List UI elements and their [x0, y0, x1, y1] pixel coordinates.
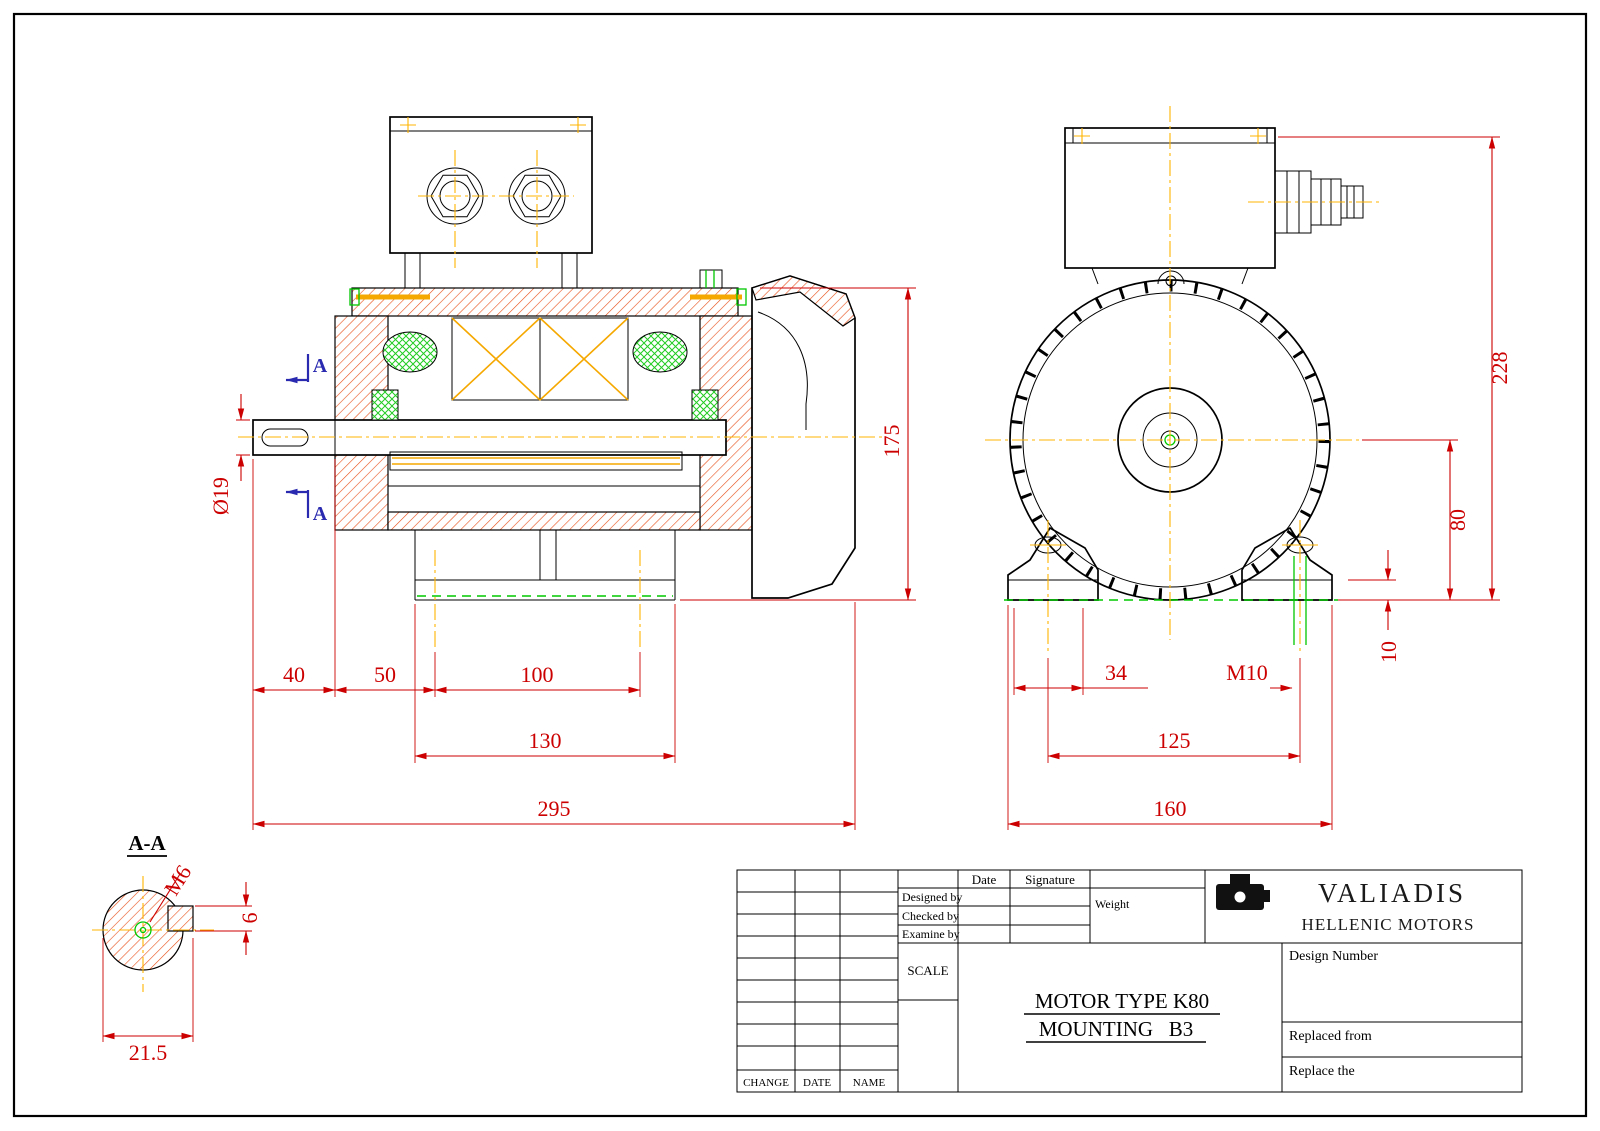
dim-295: 295: [538, 796, 571, 821]
dim-34: 34: [1105, 660, 1127, 685]
dim-6: 6: [237, 913, 262, 924]
designed-by-label: Designed by: [902, 890, 962, 904]
design-number-label: Design Number: [1289, 949, 1378, 964]
dim-100: 100: [521, 662, 554, 687]
front-view-dimensions: 228 80 10 34 M10 125 160: [1007, 136, 1512, 830]
brand-subtitle: HELLENIC MOTORS: [1302, 915, 1475, 934]
tapped-center-hole: [134, 921, 152, 939]
replaced-from-label: Replaced from: [1289, 1029, 1372, 1044]
sheet-border: [12, 12, 1588, 1118]
dim-228: 228: [1487, 352, 1512, 385]
tie-bolts: [349, 269, 747, 306]
mounting-base-side: [414, 530, 676, 648]
date-col-label: DATE: [803, 1077, 831, 1089]
eyebolt: [1157, 270, 1185, 285]
stator-windings: [371, 317, 719, 421]
dim-125: 125: [1158, 728, 1191, 753]
side-view: [238, 116, 882, 648]
dim-21-5: 21.5: [129, 1040, 168, 1065]
terminal-box-side: [389, 116, 593, 288]
section-aa-title: A-A: [128, 831, 166, 855]
dim-40: 40: [283, 662, 305, 687]
terminal-box-neck: [404, 253, 578, 288]
weight-label: Weight: [1095, 897, 1130, 911]
examine-by-label: Examine by: [902, 927, 960, 941]
section-label-a-top: A: [313, 355, 328, 377]
change-col-label: CHANGE: [743, 1077, 789, 1089]
fan-cowl: [751, 275, 856, 599]
corner-centermark-icon: [400, 117, 586, 133]
side-view-dimensions: Ø19 A A 175 40 50 100 130 295: [208, 287, 916, 830]
title-block: Date Signature Designed by Checked by Ex…: [736, 869, 1523, 1093]
section-aa-view: A-A M6 6 21.5: [92, 831, 262, 1065]
section-marker-top: A: [285, 354, 328, 384]
replace-the-label: Replace the: [1289, 1064, 1355, 1079]
mounting-title: MOUNTING B3: [1039, 1017, 1194, 1041]
front-view: [985, 106, 1380, 655]
dim-m10: M10: [1226, 660, 1268, 685]
dim-50: 50: [374, 662, 396, 687]
rotor: [388, 451, 700, 487]
brand-logo-icon: [1216, 874, 1270, 910]
name-col-label: NAME: [853, 1077, 886, 1089]
header-signature: Signature: [1025, 872, 1075, 887]
dim-height-175: 175: [879, 425, 904, 458]
brand-name: VALIADIS: [1318, 878, 1466, 908]
checked-by-label: Checked by: [902, 909, 959, 923]
dim-130: 130: [529, 728, 562, 753]
bearing-right: [691, 389, 719, 421]
end-winding-right: [632, 331, 688, 373]
dim-m6: M6: [159, 860, 196, 899]
feet-front: [1004, 520, 1338, 655]
scale-label: SCALE: [907, 963, 948, 978]
dim-80: 80: [1445, 509, 1470, 531]
header-date: Date: [972, 872, 997, 887]
dim-160: 160: [1154, 796, 1187, 821]
section-label-a-bottom: A: [313, 503, 328, 525]
cable-gland-stack: [1248, 170, 1380, 234]
end-winding-left: [382, 331, 438, 373]
key-section: [167, 905, 194, 932]
motor-type-title: MOTOR TYPE K80: [1035, 989, 1209, 1013]
bearing-left: [371, 389, 399, 421]
section-marker-bottom: A: [285, 488, 328, 525]
dim-shaft-diameter: Ø19: [208, 477, 233, 515]
dim-10: 10: [1376, 641, 1401, 663]
